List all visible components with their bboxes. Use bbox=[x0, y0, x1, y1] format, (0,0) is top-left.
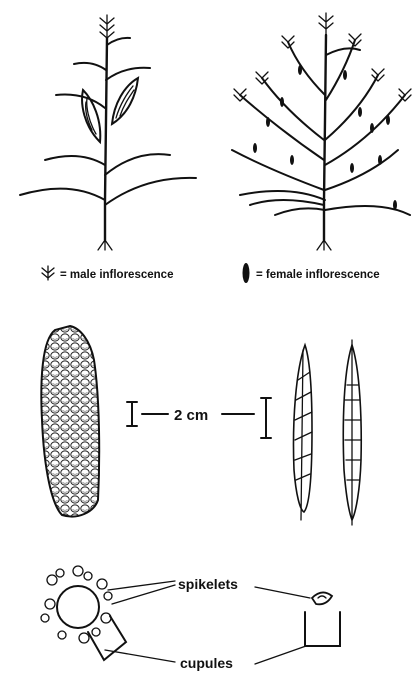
maize-ear-right bbox=[112, 78, 138, 124]
teosinte-roots bbox=[317, 240, 331, 250]
teosinte-ear-1 bbox=[293, 345, 312, 520]
legend: = male inflorescence = female infloresce… bbox=[42, 263, 380, 283]
maize-cob bbox=[41, 326, 99, 517]
pointer-lines bbox=[105, 581, 310, 664]
teosinte-tassel-icon bbox=[319, 13, 333, 35]
scale-bar: 2 cm bbox=[127, 398, 271, 438]
maize-stalk bbox=[105, 38, 107, 240]
teosinte-cross-section bbox=[305, 592, 340, 646]
maize-leaf bbox=[56, 95, 105, 108]
female-legend-label: = female inflorescence bbox=[256, 269, 380, 281]
maize-leaf bbox=[106, 68, 150, 80]
teosinte-ear-2 bbox=[343, 340, 361, 525]
maize-plant bbox=[20, 15, 196, 250]
scale-label: 2 cm bbox=[174, 407, 208, 424]
teosinte-spikelet bbox=[312, 592, 332, 604]
male-legend-label: = male inflorescence bbox=[60, 269, 173, 281]
maize-cross-section bbox=[41, 566, 126, 660]
maize-roots bbox=[98, 240, 112, 250]
cupules-label: cupules bbox=[180, 655, 233, 671]
maize-leaf bbox=[105, 154, 170, 175]
spikelets-label: spikelets bbox=[178, 576, 238, 592]
maize-tassel-icon bbox=[100, 15, 114, 38]
maize-leaf bbox=[74, 63, 106, 70]
maize-leaf bbox=[45, 156, 105, 165]
maize-leaf bbox=[107, 38, 130, 45]
teosinte-plant bbox=[232, 13, 411, 250]
female-inflorescence-icon bbox=[243, 263, 250, 283]
maize-leaf bbox=[105, 178, 196, 205]
maize-leaf bbox=[20, 189, 105, 200]
male-inflorescence-icon bbox=[42, 266, 54, 280]
teosinte-cupule bbox=[305, 612, 340, 646]
